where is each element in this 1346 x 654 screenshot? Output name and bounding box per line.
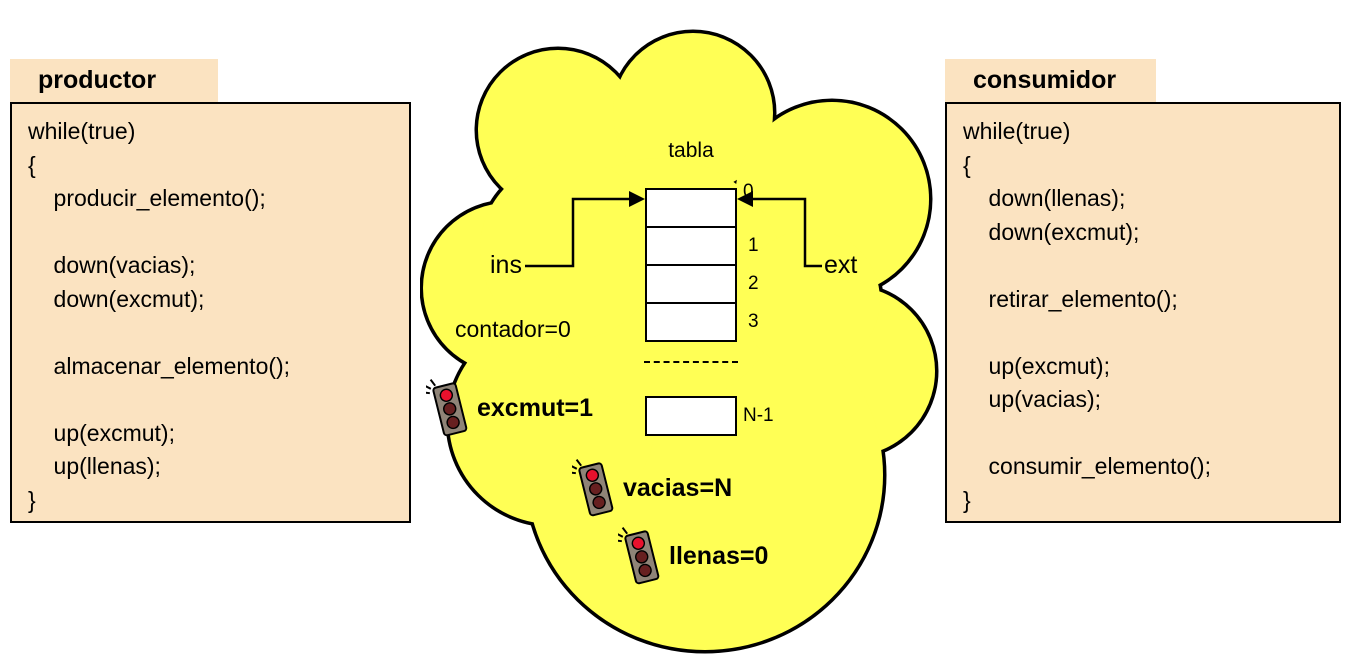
ins-label: ins — [490, 251, 522, 279]
cloud-fill — [423, 33, 935, 650]
cell-index-3: 3 — [748, 311, 759, 332]
semaphore-llenas: llenas=0 — [618, 524, 768, 588]
traffic-light-icon — [572, 459, 614, 517]
producer-code: while(true) { producir_elemento(); down(… — [28, 118, 291, 513]
consumer-panel: while(true) { down(llenas); down(excmut)… — [945, 102, 1341, 523]
buffer-gap-dashes — [644, 361, 738, 363]
counter-label: contador=0 — [455, 316, 571, 342]
buffer-cell-last — [645, 396, 737, 436]
consumer-code: while(true) { down(llenas); down(excmut)… — [963, 118, 1211, 513]
semaphore-vacias: vacias=N — [572, 456, 732, 520]
buffer-cell-2 — [645, 264, 737, 304]
ins-arrow-line — [525, 197, 630, 268]
semaphore-excmut: excmut=1 — [426, 376, 593, 440]
table-label: tabla — [668, 139, 714, 162]
ins-arrowhead-icon — [629, 191, 645, 207]
producer-title: productor — [10, 59, 218, 102]
cell-index-1: 1 — [748, 235, 759, 256]
ext-arrowhead-icon — [737, 191, 753, 207]
cell-index-last: N-1 — [743, 405, 774, 426]
traffic-light-icon — [426, 379, 468, 437]
semaphore-label: excmut=1 — [477, 393, 594, 422]
producer-panel: while(true) { producir_elemento(); down(… — [10, 102, 411, 523]
traffic-light-icon — [618, 527, 660, 585]
consumer-title-text: consumidor — [973, 66, 1117, 94]
consumer-title: consumidor — [945, 59, 1156, 102]
producer-title-text: productor — [38, 66, 157, 94]
ext-arrow-line — [752, 197, 822, 268]
cell-index-0: 0 — [743, 181, 754, 202]
cell-index-2: 2 — [748, 273, 759, 294]
buffer-cell-0 — [645, 188, 737, 228]
ext-label: ext — [824, 251, 858, 279]
semaphore-label: llenas=0 — [669, 541, 769, 570]
buffer-cell-3 — [645, 302, 737, 342]
buffer-cell-1 — [645, 226, 737, 266]
semaphore-label: vacias=N — [623, 473, 733, 502]
